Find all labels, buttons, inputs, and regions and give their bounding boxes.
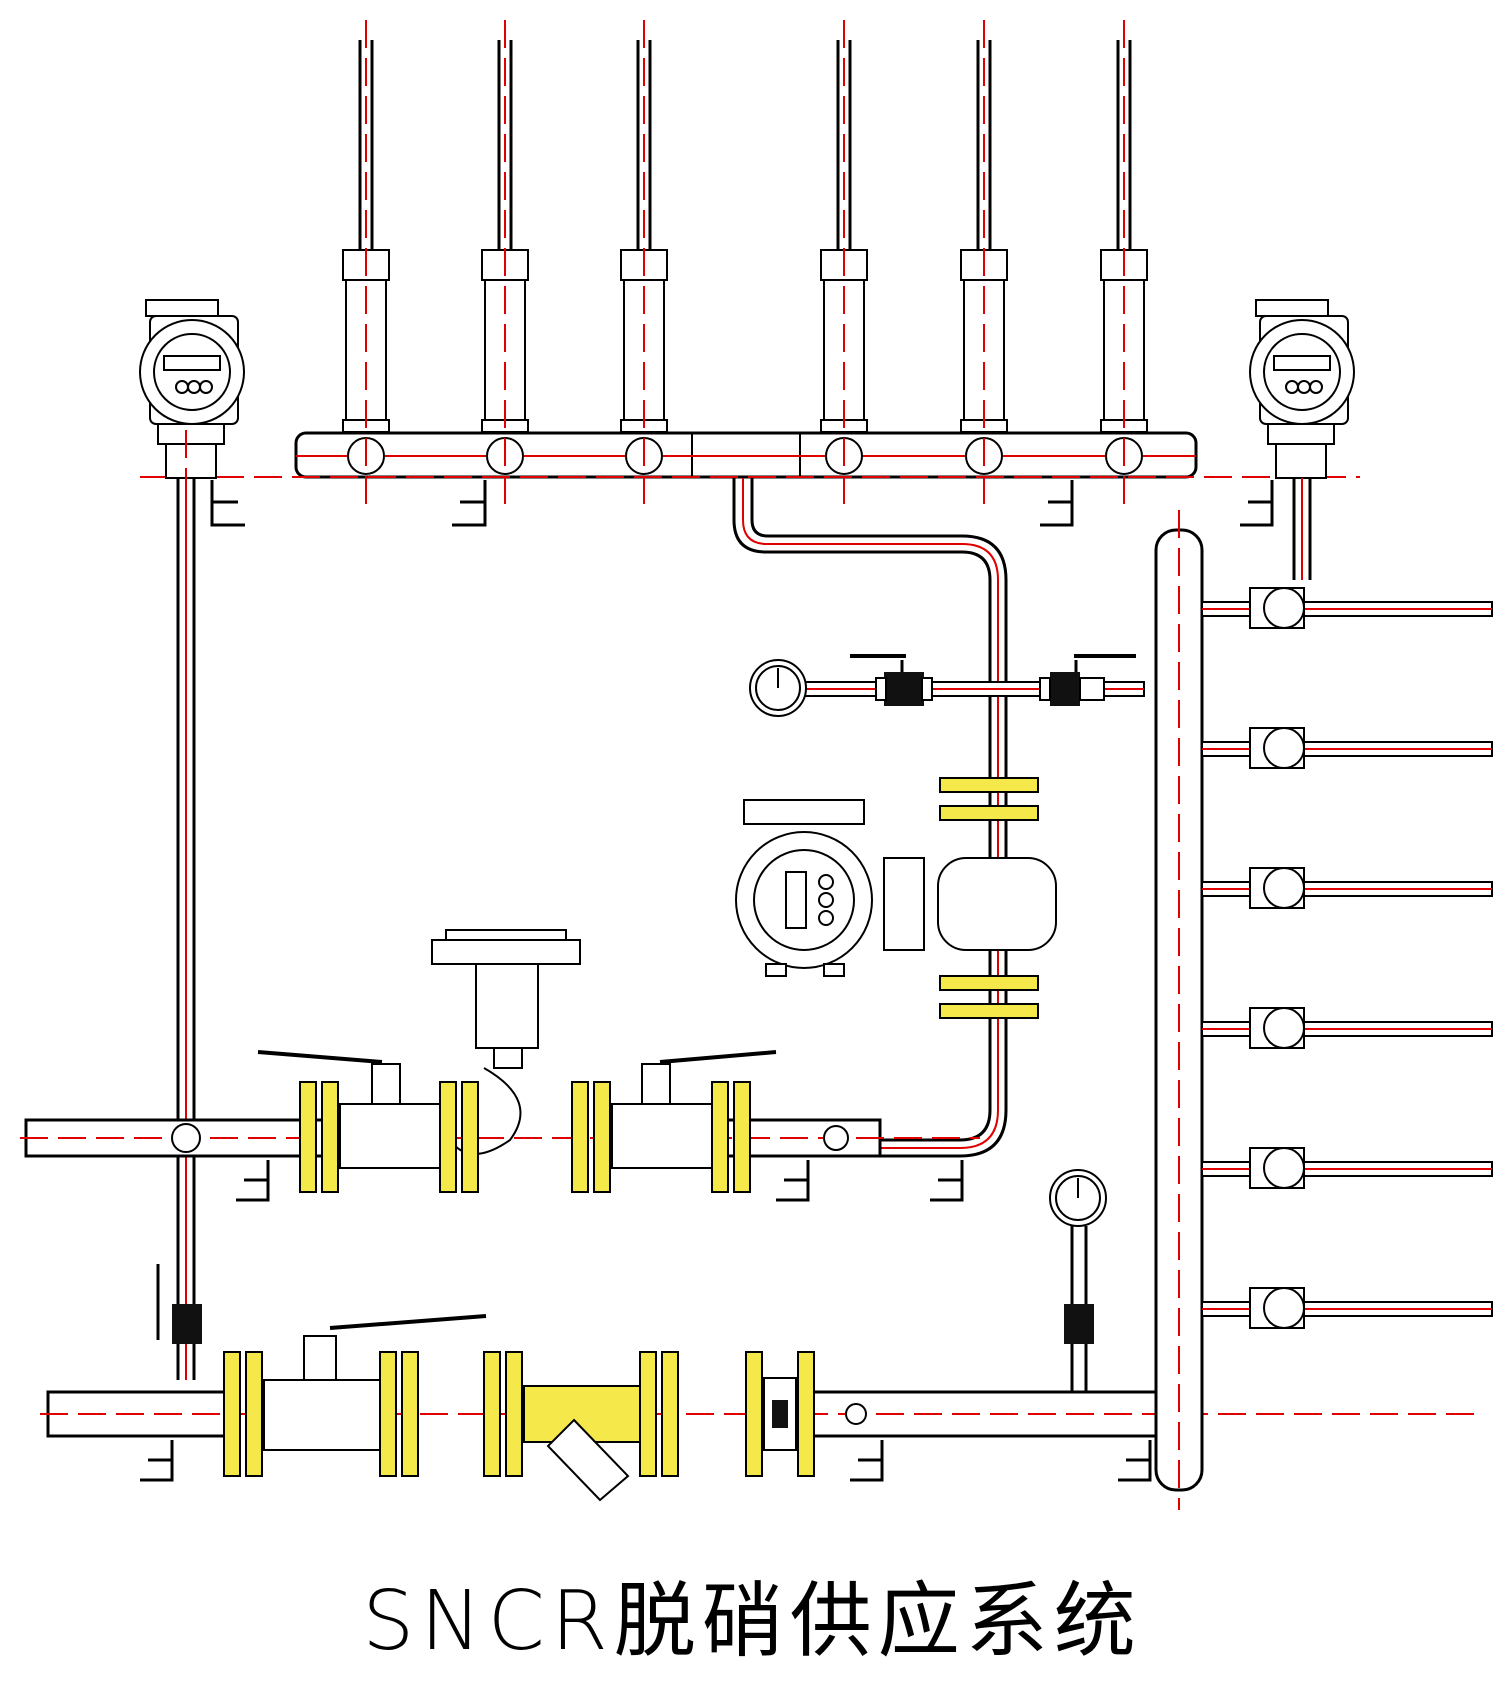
branch-outlet-4	[1201, 1007, 1493, 1049]
rotameter-5	[960, 20, 1008, 505]
flow-meter-icon	[1249, 299, 1355, 580]
ball-valve-icon	[1039, 654, 1136, 706]
header-outlet-bend	[732, 478, 1008, 1158]
rotameter-2	[481, 20, 529, 505]
rotameter-4	[820, 20, 868, 505]
branch-outlet-3	[1201, 867, 1493, 909]
flow-meter-icon	[139, 299, 245, 479]
rotameter-6	[1100, 20, 1148, 505]
branch-outlet-6	[1201, 1287, 1493, 1329]
branch-outlet-5	[1201, 1147, 1493, 1189]
branch-outlet-2	[1201, 727, 1493, 769]
diagram-title: SNCR脱硝供应系统	[362, 1574, 1142, 1669]
left-vertical-pipe	[176, 430, 196, 1380]
bottom-main-line	[40, 1390, 1480, 1438]
flow-meter-icon	[735, 777, 1057, 1019]
ball-valve-icon	[257, 1050, 479, 1193]
pipe-support-icon	[236, 1160, 964, 1202]
rotameter-1	[342, 20, 390, 505]
pressure-gauge-icon	[1049, 1169, 1107, 1392]
top-header-pipe	[140, 431, 1360, 479]
rotameter-3	[620, 20, 668, 505]
control-valve-icon	[431, 929, 581, 1155]
check-valve-icon	[745, 1351, 815, 1477]
ball-valve-icon	[223, 1314, 487, 1477]
ball-valve-icon	[850, 654, 933, 706]
middle-line	[20, 1118, 980, 1158]
ball-valve-icon	[571, 1050, 777, 1193]
right-manifold-pipe	[1154, 510, 1204, 1510]
y-strainer-icon	[483, 1351, 679, 1502]
ball-valve-icon	[156, 1264, 202, 1344]
branch-outlet-1	[1201, 587, 1493, 629]
pipe-support-icon	[210, 480, 1274, 527]
pressure-gauge-icon	[749, 659, 807, 717]
pipe-support-icon	[140, 1440, 1152, 1482]
